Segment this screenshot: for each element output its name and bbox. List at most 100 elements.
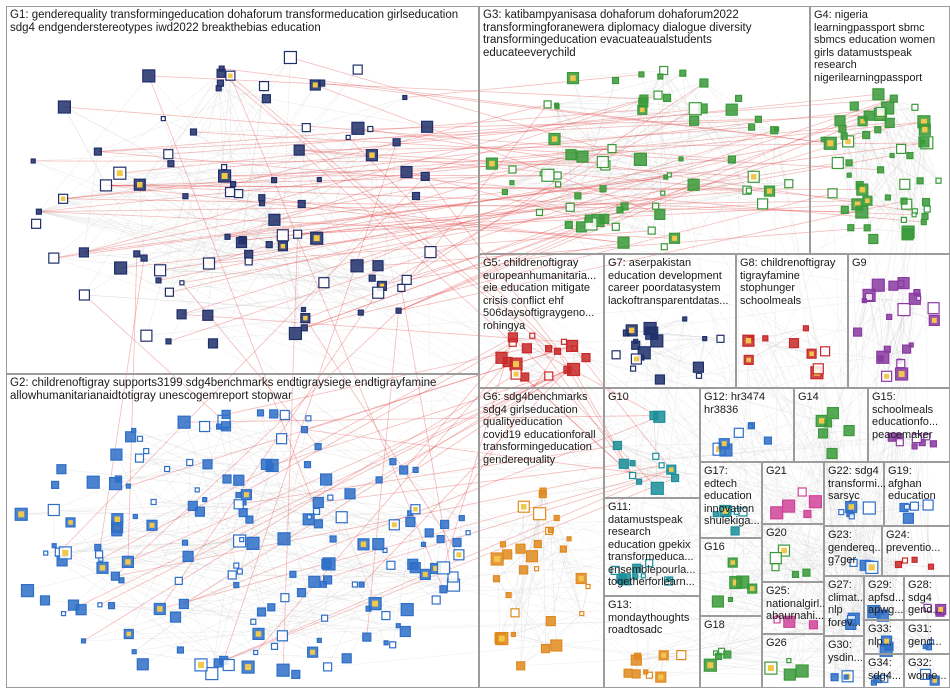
edge: [218, 88, 225, 177]
edge: [773, 130, 885, 679]
edge: [241, 504, 929, 540]
group-g32: G32: wome...: [904, 654, 950, 688]
edge-strong: [304, 184, 694, 329]
edge: [499, 538, 570, 639]
edge: [632, 469, 672, 476]
edge: [802, 640, 887, 672]
edge: [867, 203, 907, 228]
node: [452, 537, 462, 548]
edge: [163, 118, 431, 253]
node: [372, 260, 384, 272]
edge: [585, 357, 847, 678]
edge-strong: [406, 242, 624, 281]
node: [253, 649, 259, 656]
edge: [725, 510, 899, 565]
edge-strong: [33, 160, 603, 163]
edge-strong: [272, 375, 549, 466]
edge: [848, 430, 883, 613]
edge-strong: [115, 464, 662, 577]
edge: [62, 198, 210, 264]
edge: [319, 128, 371, 180]
edge-strong: [169, 159, 732, 293]
node: [368, 274, 376, 282]
edge: [295, 203, 302, 334]
edge: [193, 131, 302, 205]
edge: [556, 106, 759, 120]
edge-strong: [115, 310, 399, 577]
edge: [61, 438, 282, 562]
group-label-g3: G3: katibampyanisasa dohaforum dohaforum…: [483, 9, 752, 59]
edge: [624, 318, 685, 580]
node: [407, 558, 419, 570]
edge: [783, 550, 854, 619]
node: [411, 191, 421, 201]
edge: [225, 414, 324, 585]
edge: [524, 357, 587, 378]
edge: [115, 438, 282, 484]
edge: [775, 453, 833, 559]
edge: [663, 70, 887, 642]
edge-strong: [532, 335, 625, 464]
edge: [139, 457, 424, 545]
node: [351, 581, 358, 588]
edge-strong: [398, 98, 894, 312]
node: [397, 283, 406, 292]
edge: [868, 296, 934, 309]
edge: [927, 504, 929, 608]
edge: [243, 415, 655, 513]
node: [351, 121, 365, 135]
edge: [846, 647, 929, 678]
edge: [635, 345, 893, 438]
edge: [619, 102, 644, 211]
edge: [715, 513, 872, 568]
edge: [139, 73, 222, 185]
edge: [775, 566, 932, 643]
edge-strong: [97, 151, 924, 223]
edge: [64, 106, 172, 164]
edge: [839, 94, 879, 121]
group-g9: G9: [848, 254, 950, 388]
edge: [632, 475, 676, 479]
edge: [193, 75, 231, 133]
edge: [753, 176, 915, 447]
edge: [864, 300, 890, 318]
edge: [556, 106, 763, 205]
edge: [715, 624, 814, 654]
edge: [668, 129, 879, 582]
edge: [893, 98, 923, 143]
edge-strong: [159, 469, 672, 610]
edge-strong: [99, 369, 568, 606]
edge: [513, 634, 557, 646]
group-label-g1: G1: genderequality transformingeducation…: [10, 9, 459, 34]
edge-strong: [224, 161, 603, 177]
node: [280, 593, 290, 603]
group-label-g14: G14: [798, 391, 819, 403]
edge: [663, 70, 870, 566]
edge: [881, 564, 899, 613]
edge: [878, 285, 912, 346]
edge: [637, 617, 779, 657]
edge-strong: [158, 188, 604, 281]
edge: [827, 423, 835, 678]
edge: [570, 176, 666, 208]
edge: [634, 340, 749, 577]
edge-strong: [424, 176, 574, 370]
edge: [801, 619, 852, 672]
edge: [834, 506, 852, 678]
edge: [878, 285, 884, 358]
group-g29: G29: apfsd... apwg...: [864, 576, 904, 620]
edge: [515, 373, 719, 657]
node: [300, 324, 308, 332]
edge: [158, 280, 399, 311]
edge: [116, 530, 570, 540]
edge: [773, 130, 779, 618]
edge: [491, 163, 606, 166]
edge-strong: [221, 68, 558, 352]
edge-strong: [181, 129, 775, 315]
edge: [547, 102, 644, 105]
edge: [230, 75, 941, 613]
edge: [653, 415, 814, 625]
edge: [80, 576, 116, 610]
edge: [523, 506, 887, 642]
edge: [515, 351, 558, 375]
